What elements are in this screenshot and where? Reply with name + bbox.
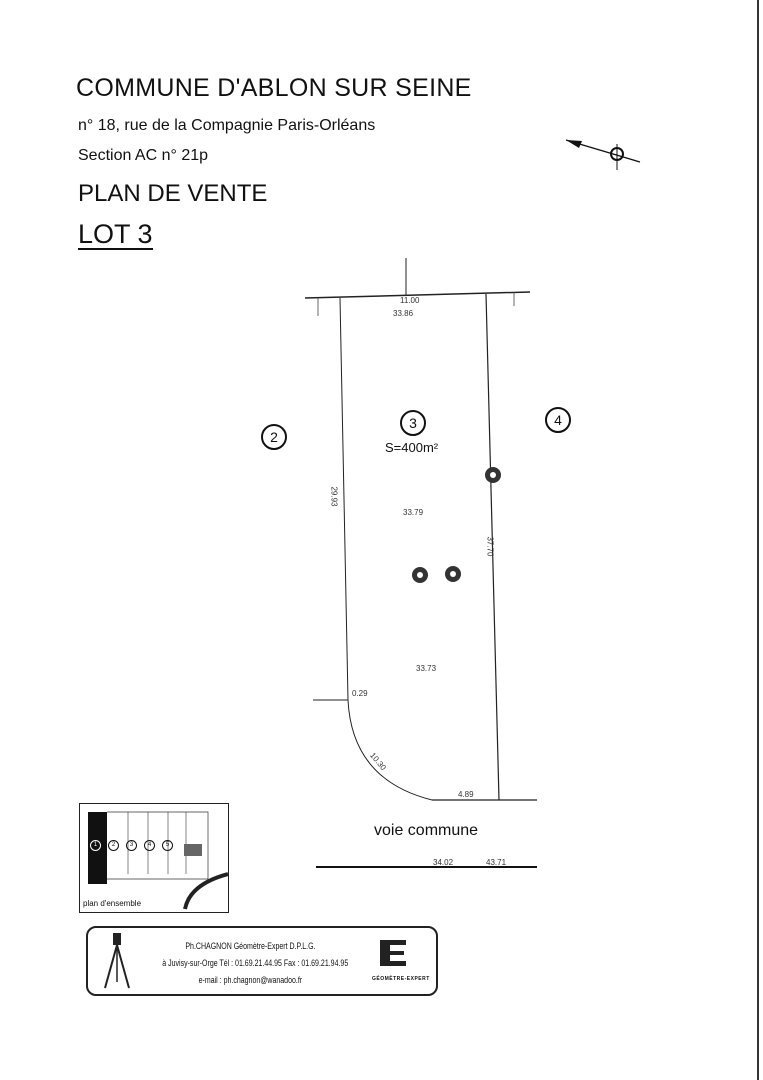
commune-title: COMMUNE D'ABLON SUR SEINE <box>76 74 472 102</box>
inset-lot-marker: 2 <box>108 840 119 851</box>
dimension-top-1: 11.00 <box>400 296 420 305</box>
tree-icon <box>485 467 501 483</box>
dimension-offset: 0.29 <box>352 689 368 698</box>
dimension-left-side: 29.93 <box>329 486 339 507</box>
lot-4-marker: 4 <box>545 407 571 433</box>
dimension-bottom: 4.89 <box>458 790 474 799</box>
surveyor-email: e-mail : ph.chagnon@wanadoo.fr <box>198 975 302 985</box>
north-arrow-icon <box>565 139 641 170</box>
inset-lot-marker: 5 <box>162 840 173 851</box>
lot-2-marker: 2 <box>261 424 287 450</box>
lot-3-marker: 3 <box>400 410 426 436</box>
surveyor-name: Ph.CHAGNON Géomètre-Expert D.P.L.G. <box>184 941 316 951</box>
lot-plan-drawing <box>304 258 537 868</box>
dimension-right-side: 37.70 <box>485 536 495 557</box>
inset-label: plan d'ensemble <box>83 899 142 908</box>
geometre-expert-logo <box>380 940 406 966</box>
dimension-middle: 33.79 <box>403 508 424 517</box>
tree-icon <box>445 566 461 582</box>
section-reference: Section AC n° 21p <box>78 147 209 164</box>
tripod-icon <box>104 933 130 989</box>
surface-area: S=400m² <box>385 440 439 455</box>
lot-title: LOT 3 <box>78 219 153 250</box>
inset-plan-ensemble: 1 2 3 4 5 plan d'ensemble <box>79 803 229 913</box>
inset-lot-marker: 4 <box>144 840 155 851</box>
plan-title: PLAN DE VENTE <box>78 180 268 207</box>
dimension-lower: 33.73 <box>416 664 437 673</box>
surveyor-contact: à Juvisy-sur-Orge Tél : 01.69.21.44.95 F… <box>162 958 349 968</box>
scan-edge <box>757 0 759 1080</box>
inset-lot-marker: 3 <box>126 840 137 851</box>
tree-icon <box>412 567 428 583</box>
dimension-top-2: 33.86 <box>393 309 414 318</box>
dimension-road-2: 43.71 <box>486 858 507 867</box>
address: n° 18, rue de la Compagnie Paris-Orléans <box>78 117 376 134</box>
dimension-road-1: 34.02 <box>433 858 454 867</box>
inset-lot-marker: 1 <box>90 840 101 851</box>
surveyor-cartouche: Ph.CHAGNON Géomètre-Expert D.P.L.G. à Ju… <box>86 926 438 996</box>
logo-caption: GÉOMÈTRE-EXPERT <box>372 976 430 982</box>
road-label: voie commune <box>374 822 479 839</box>
inset-lot-markers: 1 2 3 4 5 <box>90 840 188 851</box>
